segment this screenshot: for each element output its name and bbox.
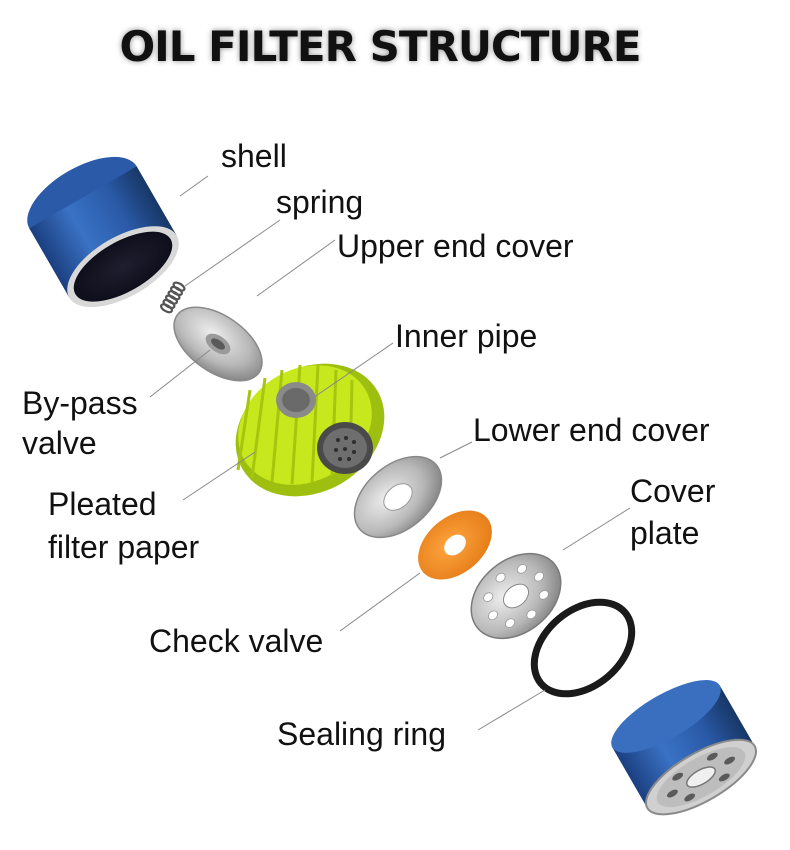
leader-line-bypass-valve: [149, 349, 211, 398]
leader-lines: [149, 175, 631, 731]
lower-end-cover-part: [353, 455, 443, 539]
label-cover-plate-line1: Cover: [630, 473, 716, 509]
label-shell: shell: [221, 138, 287, 174]
label-check-valve: Check valve: [149, 623, 324, 659]
label-bypass-valve-line1: By-pass: [22, 385, 138, 421]
label-cover-plate-line2: plate: [630, 515, 700, 551]
label-spring: spring: [276, 184, 364, 220]
label-upper-end-cover: Upper end cover: [337, 228, 574, 264]
leader-line-pleated-filter-paper: [182, 451, 256, 501]
diagram-title: OIL FILTER STRUCTURE: [119, 22, 641, 71]
leader-line-sealing-ring: [477, 689, 546, 731]
check-valve-part: [418, 510, 492, 580]
label-sealing-ring: Sealing ring: [277, 716, 446, 752]
leader-line-cover-plate: [562, 507, 631, 551]
label-inner-pipe: Inner pipe: [395, 318, 538, 354]
label-lower-end-cover: Lower end cover: [473, 412, 710, 448]
sealing-ring-part: [530, 598, 636, 698]
assembled-filter-part: [611, 680, 758, 816]
leader-line-shell: [179, 175, 209, 197]
leader-line-check-valve: [339, 572, 421, 632]
leader-line-lower-end-cover: [439, 441, 473, 459]
upper-end-cover-part: [173, 306, 263, 382]
spring-part: [159, 281, 186, 314]
label-pleated-filter-paper-line2: filter paper: [48, 529, 200, 565]
leader-line-upper-end-cover: [256, 239, 336, 297]
cover-plate-part: [470, 552, 562, 640]
label-bypass-valve-line2: valve: [22, 425, 97, 461]
label-pleated-filter-paper-line1: Pleated: [48, 486, 157, 522]
leader-line-spring: [184, 219, 281, 287]
shell-part: [27, 156, 179, 308]
filter-paper-part: [235, 363, 385, 497]
leader-line-inner-pipe: [309, 342, 394, 401]
